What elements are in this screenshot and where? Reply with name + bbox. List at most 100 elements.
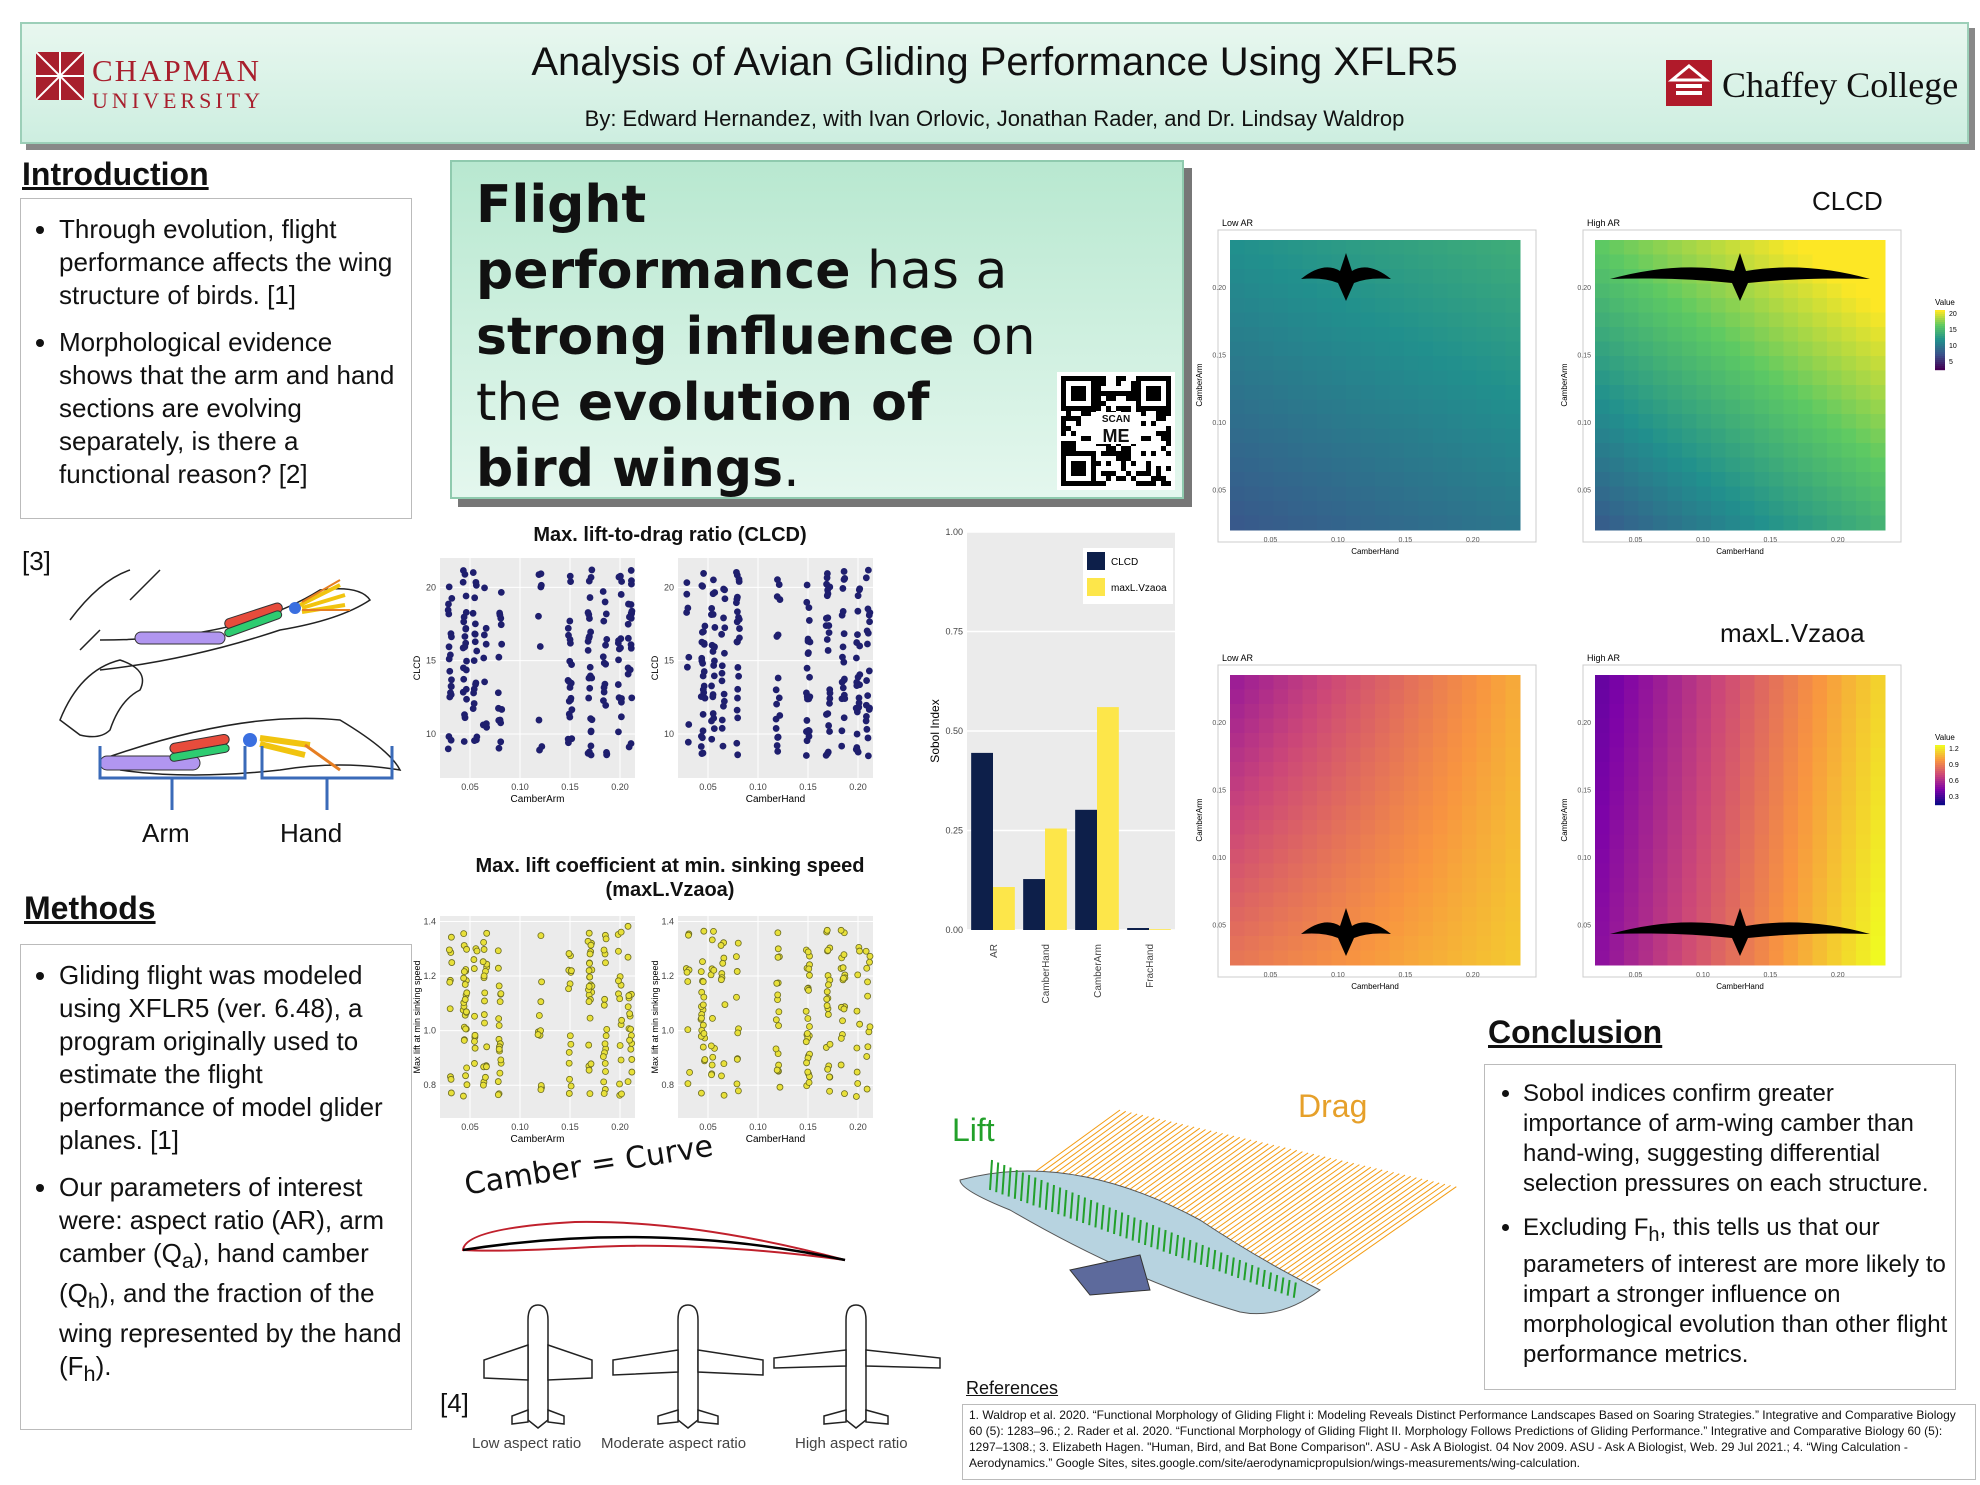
scatter-point — [806, 673, 813, 681]
qr-module — [1116, 451, 1121, 456]
heatmap-cell — [1798, 312, 1813, 328]
scatter-point — [585, 982, 593, 990]
heatmap-cell — [1653, 414, 1668, 429]
scatter-point — [864, 1043, 872, 1051]
scatter-point — [720, 690, 728, 698]
scatter-point — [585, 1066, 593, 1074]
scatter-point — [709, 1014, 716, 1022]
heatmap-cell — [1360, 747, 1376, 763]
scatter-point — [461, 633, 469, 640]
heatmap-cell — [1462, 269, 1477, 284]
heatmap-cell — [1856, 443, 1871, 458]
heatmap-cell — [1638, 675, 1654, 690]
y-tick-label: 0.10 — [1212, 855, 1226, 862]
qr-code-icon[interactable]: SCAN ME — [1057, 372, 1175, 490]
y-tick-label: 1.4 — [423, 916, 436, 926]
scatter-point — [624, 620, 632, 628]
heatmap-cell — [1841, 414, 1857, 429]
heatmap-cell — [1595, 805, 1610, 821]
legend-gradient — [1935, 322, 1945, 325]
x-tick-label: 0.10 — [749, 1122, 767, 1132]
qr-module — [1146, 466, 1151, 471]
heatmap-cell — [1856, 878, 1871, 893]
heatmap-cell — [1740, 834, 1755, 850]
heatmap-cell — [1404, 486, 1419, 502]
heatmap-cell — [1856, 689, 1871, 705]
lift-vector — [1088, 1199, 1093, 1226]
scatter-point — [495, 653, 503, 661]
qr-module — [1116, 391, 1121, 396]
y-axis-label: CLCD — [412, 655, 422, 680]
x-tick-label: 0.05 — [699, 782, 717, 792]
heatmap-cell — [1230, 370, 1245, 386]
heatmap-cell — [1331, 689, 1347, 705]
heatmap-cell — [1389, 298, 1405, 313]
heatmap-cell — [1389, 428, 1405, 444]
heatmap-cell — [1711, 443, 1726, 458]
heatmap-cell — [1505, 356, 1521, 371]
heatmap-cell — [1346, 414, 1361, 429]
heatmap-cell — [1595, 283, 1610, 299]
scatter-point — [839, 684, 847, 692]
scatter-point — [773, 700, 781, 708]
scatter-point — [806, 971, 813, 979]
scatter-point — [718, 1072, 725, 1080]
heatmap-cell — [1404, 936, 1419, 951]
moderate-aspect-label: Moderate aspect ratio — [601, 1435, 747, 1452]
heatmap-cell — [1812, 515, 1828, 531]
arm-label: Arm — [142, 818, 190, 848]
scatter-point — [853, 730, 861, 738]
panel-label: High AR — [1587, 653, 1621, 663]
qr-module — [1111, 451, 1116, 456]
heatmap-cell — [1375, 486, 1390, 502]
heatmap-cell — [1711, 675, 1726, 690]
heatmap-cell — [1769, 704, 1784, 719]
heatmap-cell — [1244, 892, 1260, 908]
scatter-point — [616, 995, 624, 1003]
heatmap-cell — [1462, 704, 1477, 719]
heatmap-cell — [1360, 791, 1376, 806]
scatter-point — [853, 1044, 861, 1052]
legend-gradient — [1935, 314, 1945, 317]
heatmap-cell — [1827, 733, 1842, 748]
scatter-point — [480, 1011, 488, 1018]
heatmap-cell — [1783, 820, 1799, 835]
heatmap-cell — [1682, 733, 1697, 748]
drag-vector — [1269, 1174, 1406, 1271]
scatter-point — [603, 635, 611, 643]
heatmap-cell — [1404, 269, 1419, 284]
heatmap-cell — [1302, 747, 1318, 763]
y-axis-label: Max lift at min sinking speed — [650, 960, 660, 1073]
heatmap-cell — [1244, 240, 1260, 255]
scatter-point — [471, 620, 479, 628]
heatmap-cell — [1798, 298, 1813, 313]
heatmap-cell — [1447, 298, 1463, 313]
heatmap-cell — [1754, 515, 1770, 531]
heatmap-cell — [1317, 791, 1332, 806]
heatmap-cell — [1638, 254, 1654, 270]
heatmap-cell — [1667, 936, 1683, 951]
heatmap-cell — [1505, 269, 1521, 284]
heatmap-cell — [1595, 936, 1610, 951]
scatter-point — [586, 684, 594, 692]
heatmap-cell — [1595, 472, 1610, 487]
scatter-point — [480, 654, 488, 662]
heatmap-cell — [1375, 341, 1390, 357]
heatmap-cell — [1505, 457, 1521, 473]
heatmap-cell — [1389, 254, 1405, 270]
heatmap-cell — [1505, 399, 1521, 415]
wing-figure-ref: [3] — [22, 546, 51, 576]
heatmap-cell — [1273, 747, 1289, 763]
heatmap-cell — [1418, 776, 1434, 792]
heatmap-cell — [1827, 820, 1842, 835]
heatmap-cell — [1273, 370, 1289, 386]
heatmap-cell — [1404, 762, 1419, 777]
heatmap-cell — [1595, 704, 1610, 719]
bar — [993, 887, 1015, 930]
heatmap-cell — [1418, 907, 1434, 922]
heatmap-cell — [1812, 689, 1828, 705]
heatmap-cell — [1783, 936, 1799, 951]
callout-text: Flight performance has a strong influenc… — [476, 172, 1036, 502]
heatmap-cell — [1754, 312, 1770, 328]
scatter-point — [700, 1030, 708, 1037]
